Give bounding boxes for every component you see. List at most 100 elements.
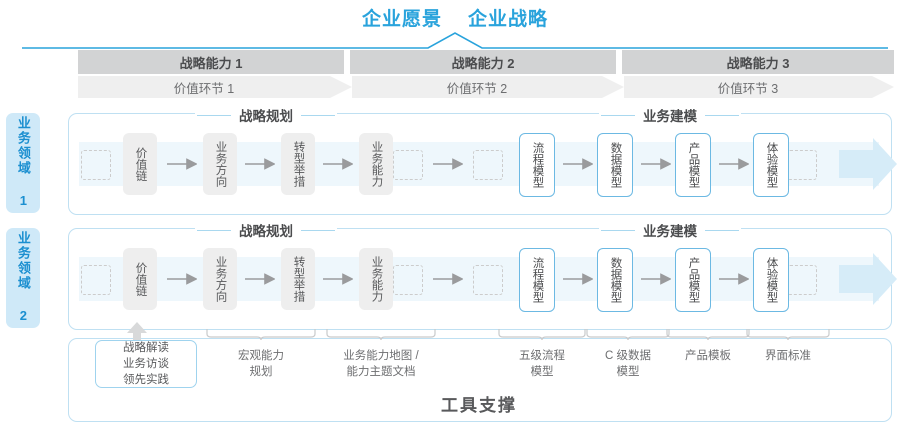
stage-box-process-model-2[interactable]: 流程模型 <box>519 248 555 312</box>
stage-box-process-model-1[interactable]: 流程模型 <box>519 133 555 197</box>
capability-segment-3[interactable]: 战略能力 3 <box>622 50 894 74</box>
up-arrow-icon <box>127 322 147 344</box>
capability-segment-1[interactable]: 战略能力 1 <box>78 50 344 74</box>
section-title-text: 业务建模 <box>643 109 697 124</box>
brace-icon <box>206 329 316 341</box>
arrow-icon <box>245 273 275 285</box>
tool-label-text: 界面标准 <box>765 350 811 362</box>
stage-box-value-chain-1[interactable]: 价值链 <box>123 133 157 195</box>
arrow-icon <box>563 273 593 285</box>
value-stage-label-2[interactable]: 价值环节 2 <box>446 81 508 96</box>
tool-label-ui-standard[interactable]: 界面标准 <box>745 349 831 365</box>
stage-label: 产品模型 <box>687 142 700 188</box>
stage-box-business-direction-1[interactable]: 业务方向 <box>203 133 237 195</box>
section-rule-left <box>601 229 635 231</box>
arrow-icon <box>719 158 749 170</box>
arrow-icon <box>323 158 353 170</box>
tool-highlight-box[interactable]: 战略解读 业务访谈 领先实践 <box>95 340 197 388</box>
tool-support-frame <box>68 338 892 422</box>
domain-row-1-flow-arrow-icon <box>839 138 897 190</box>
stage-label: 转型举措 <box>292 141 305 187</box>
section-header-strategy-planning-2: 战略规划 <box>195 220 337 240</box>
top-titles: 企业愿景 企业战略 <box>0 4 910 31</box>
sidebar-item-domain-1[interactable]: 业务领域 1 <box>6 113 40 213</box>
arrow-icon <box>563 158 593 170</box>
arrow-icon <box>323 273 353 285</box>
stage-label: 数据模型 <box>609 142 622 188</box>
tool-label-five-level-process[interactable]: 五级流程 模型 <box>497 349 587 380</box>
value-stage-band <box>78 76 894 98</box>
brace-icon <box>746 329 830 341</box>
domain-row-2-flow-arrow-icon <box>839 253 897 305</box>
section-header-strategy-planning-1: 战略规划 <box>195 105 337 125</box>
placeholder-box <box>81 265 111 295</box>
stage-label: 流程模型 <box>531 257 544 303</box>
tool-label-text: C 级数据 模型 <box>605 350 651 378</box>
section-rule-left <box>601 114 635 116</box>
value-stage-label-1[interactable]: 价值环节 1 <box>173 81 235 96</box>
tool-label-c-level-data[interactable]: C 级数据 模型 <box>585 349 671 380</box>
section-rule-right <box>301 229 335 231</box>
tool-highlight-line-1: 战略解读 <box>123 341 169 354</box>
stage-label: 价值链 <box>134 146 147 182</box>
arrow-icon <box>719 273 749 285</box>
stage-label: 业务方向 <box>214 256 227 302</box>
stage-box-experience-model-1[interactable]: 体验模型 <box>753 133 789 197</box>
placeholder-box <box>787 265 817 295</box>
brace-icon <box>586 329 670 341</box>
section-title-text: 战略规划 <box>239 224 293 239</box>
section-rule-right <box>705 229 739 231</box>
stage-label: 产品模型 <box>687 257 700 303</box>
tool-label-macro-capability[interactable]: 宏观能力 规划 <box>205 349 317 380</box>
brace-icon <box>326 329 436 341</box>
placeholder-box <box>473 265 503 295</box>
stage-label: 业务能力 <box>370 256 383 302</box>
tool-label-capability-map[interactable]: 业务能力地图 / 能力主题文档 <box>325 349 437 380</box>
tool-label-product-template[interactable]: 产品模板 <box>665 349 751 365</box>
title-enterprise-vision: 企业愿景 <box>361 9 442 30</box>
arch-connector-line <box>22 32 888 49</box>
section-title-text: 业务建模 <box>643 224 697 239</box>
brace-icon <box>666 329 750 341</box>
arrow-icon <box>167 273 197 285</box>
stage-box-business-capability-2[interactable]: 业务能力 <box>359 248 393 310</box>
placeholder-box <box>81 150 111 180</box>
brace-icon <box>498 329 586 341</box>
sidebar-item-label-domain-2: 业务领域 2 <box>15 231 31 325</box>
stage-label: 数据模型 <box>609 257 622 303</box>
sidebar-item-label-domain-1: 业务领域 1 <box>15 116 31 210</box>
placeholder-box <box>393 265 423 295</box>
domain-row-2-frame: 战略规划 业务建模 价值链 业务方向 转型举措 业务能力 流程模型 数据模型 产… <box>68 220 897 330</box>
stage-box-product-model-2[interactable]: 产品模型 <box>675 248 711 312</box>
placeholder-box <box>473 150 503 180</box>
capability-segment-2[interactable]: 战略能力 2 <box>350 50 616 74</box>
stage-box-business-capability-1[interactable]: 业务能力 <box>359 133 393 195</box>
stage-label: 转型举措 <box>292 256 305 302</box>
stage-box-experience-model-2[interactable]: 体验模型 <box>753 248 789 312</box>
capability-bars: 战略能力 1 战略能力 2 战略能力 3 价值环节 1 价值环节 2 价值环节 … <box>78 50 894 100</box>
stage-label: 价值链 <box>134 261 147 297</box>
value-stage-row: 价值环节 1 价值环节 2 价值环节 3 <box>78 76 894 98</box>
value-chevron-3 <box>872 76 894 98</box>
arrow-icon <box>433 158 463 170</box>
stage-box-transformation-1[interactable]: 转型举措 <box>281 133 315 195</box>
stage-box-data-model-1[interactable]: 数据模型 <box>597 133 633 197</box>
sidebar-item-domain-2[interactable]: 业务领域 2 <box>6 228 40 328</box>
placeholder-box <box>787 150 817 180</box>
tool-label-text: 业务能力地图 / 能力主题文档 <box>343 350 419 378</box>
stage-box-transformation-2[interactable]: 转型举措 <box>281 248 315 310</box>
section-header-business-modeling-2: 业务建模 <box>599 220 741 240</box>
arrow-icon <box>245 158 275 170</box>
arrow-icon <box>167 158 197 170</box>
tool-support-title: 工具支撑 <box>441 396 517 415</box>
tool-highlight-line-3: 领先实践 <box>123 374 169 387</box>
stage-box-product-model-1[interactable]: 产品模型 <box>675 133 711 197</box>
stage-label: 体验模型 <box>765 142 778 188</box>
stage-box-business-direction-2[interactable]: 业务方向 <box>203 248 237 310</box>
value-stage-label-3[interactable]: 价值环节 3 <box>717 81 779 96</box>
value-chevron-2 <box>602 76 624 98</box>
stage-label: 业务能力 <box>370 141 383 187</box>
stage-box-value-chain-2[interactable]: 价值链 <box>123 248 157 310</box>
stage-box-data-model-2[interactable]: 数据模型 <box>597 248 633 312</box>
